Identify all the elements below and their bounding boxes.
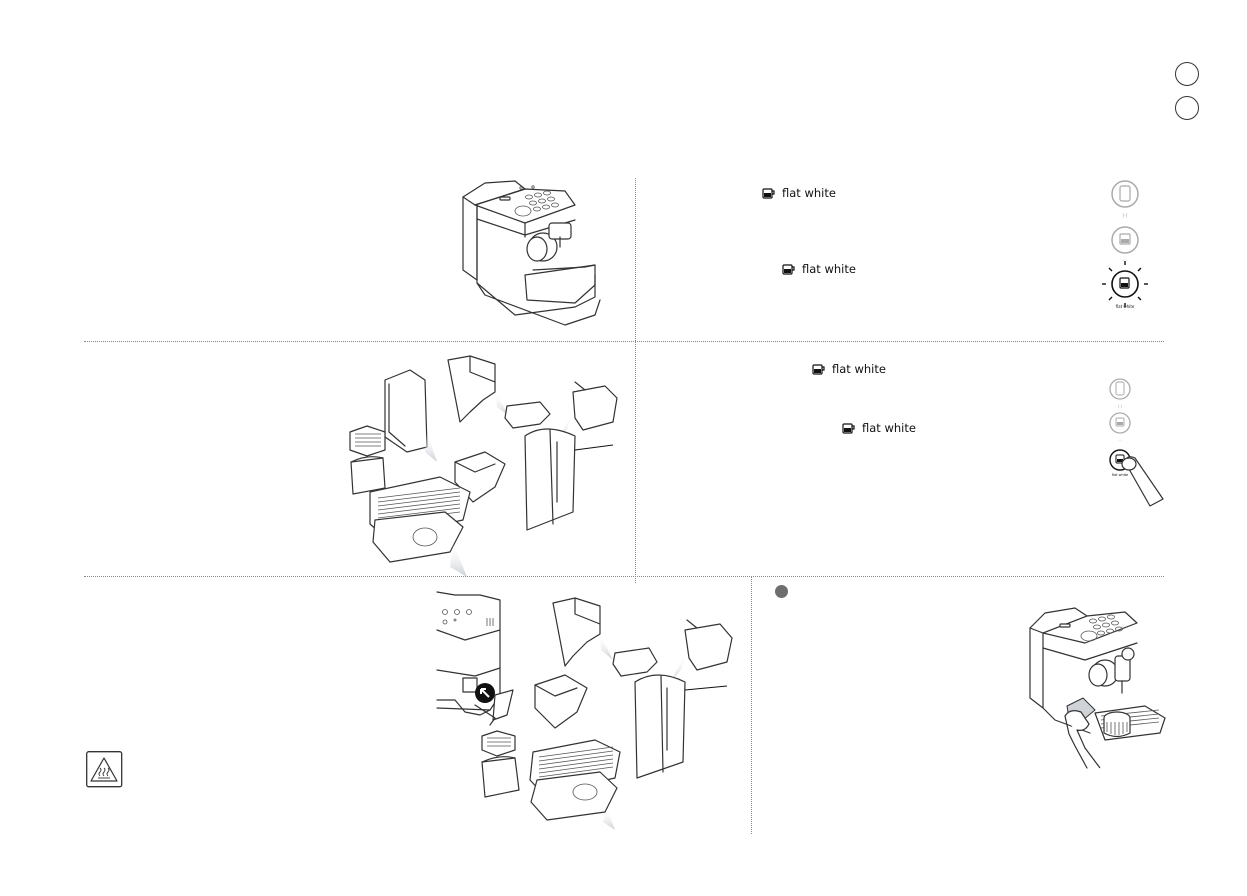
exploded-parts-illustration-1 bbox=[349, 355, 618, 577]
step2-label-mid: flat white bbox=[782, 262, 856, 276]
exploded-parts-illustration-2 bbox=[436, 591, 733, 830]
press-dials-illustration: )·( ·:· flat white bbox=[1109, 378, 1164, 507]
cup-icon bbox=[762, 187, 775, 199]
svg-text:)·(: )·( bbox=[1122, 213, 1128, 219]
cup-icon bbox=[782, 263, 795, 275]
step2-label-mid-text: flat white bbox=[802, 262, 856, 276]
selection-dials-top: )·( ·:· flat white bbox=[1102, 180, 1148, 309]
step4-label-top: flat white bbox=[812, 362, 886, 376]
step4-label-mid-text: flat white bbox=[862, 421, 916, 435]
machine-illustration-top bbox=[462, 180, 601, 326]
step2-label-top-text: flat white bbox=[782, 186, 836, 200]
cup-icon bbox=[812, 363, 825, 375]
language-tab-1[interactable] bbox=[1175, 62, 1199, 86]
svg-text:)·(: )·( bbox=[1118, 404, 1123, 409]
finger-press-icon bbox=[1121, 456, 1164, 507]
machine-cleaning-illustration bbox=[1029, 607, 1166, 769]
svg-text:flat white: flat white bbox=[1116, 304, 1135, 309]
step-bullet bbox=[775, 585, 788, 598]
hot-surface-warning-icon bbox=[86, 751, 123, 788]
svg-text:·:·: ·:· bbox=[1118, 438, 1122, 443]
language-tab-2[interactable] bbox=[1175, 96, 1199, 120]
cup-icon bbox=[842, 422, 855, 434]
step2-label-top: flat white bbox=[762, 186, 836, 200]
step4-label-mid: flat white bbox=[842, 421, 916, 435]
divider-row-2 bbox=[84, 576, 1164, 577]
divider-vertical-top bbox=[635, 178, 636, 583]
step4-label-top-text: flat white bbox=[832, 362, 886, 376]
svg-text:flat white: flat white bbox=[1112, 473, 1128, 477]
divider-vertical-bottom bbox=[751, 576, 752, 834]
divider-row-1 bbox=[84, 341, 1164, 342]
